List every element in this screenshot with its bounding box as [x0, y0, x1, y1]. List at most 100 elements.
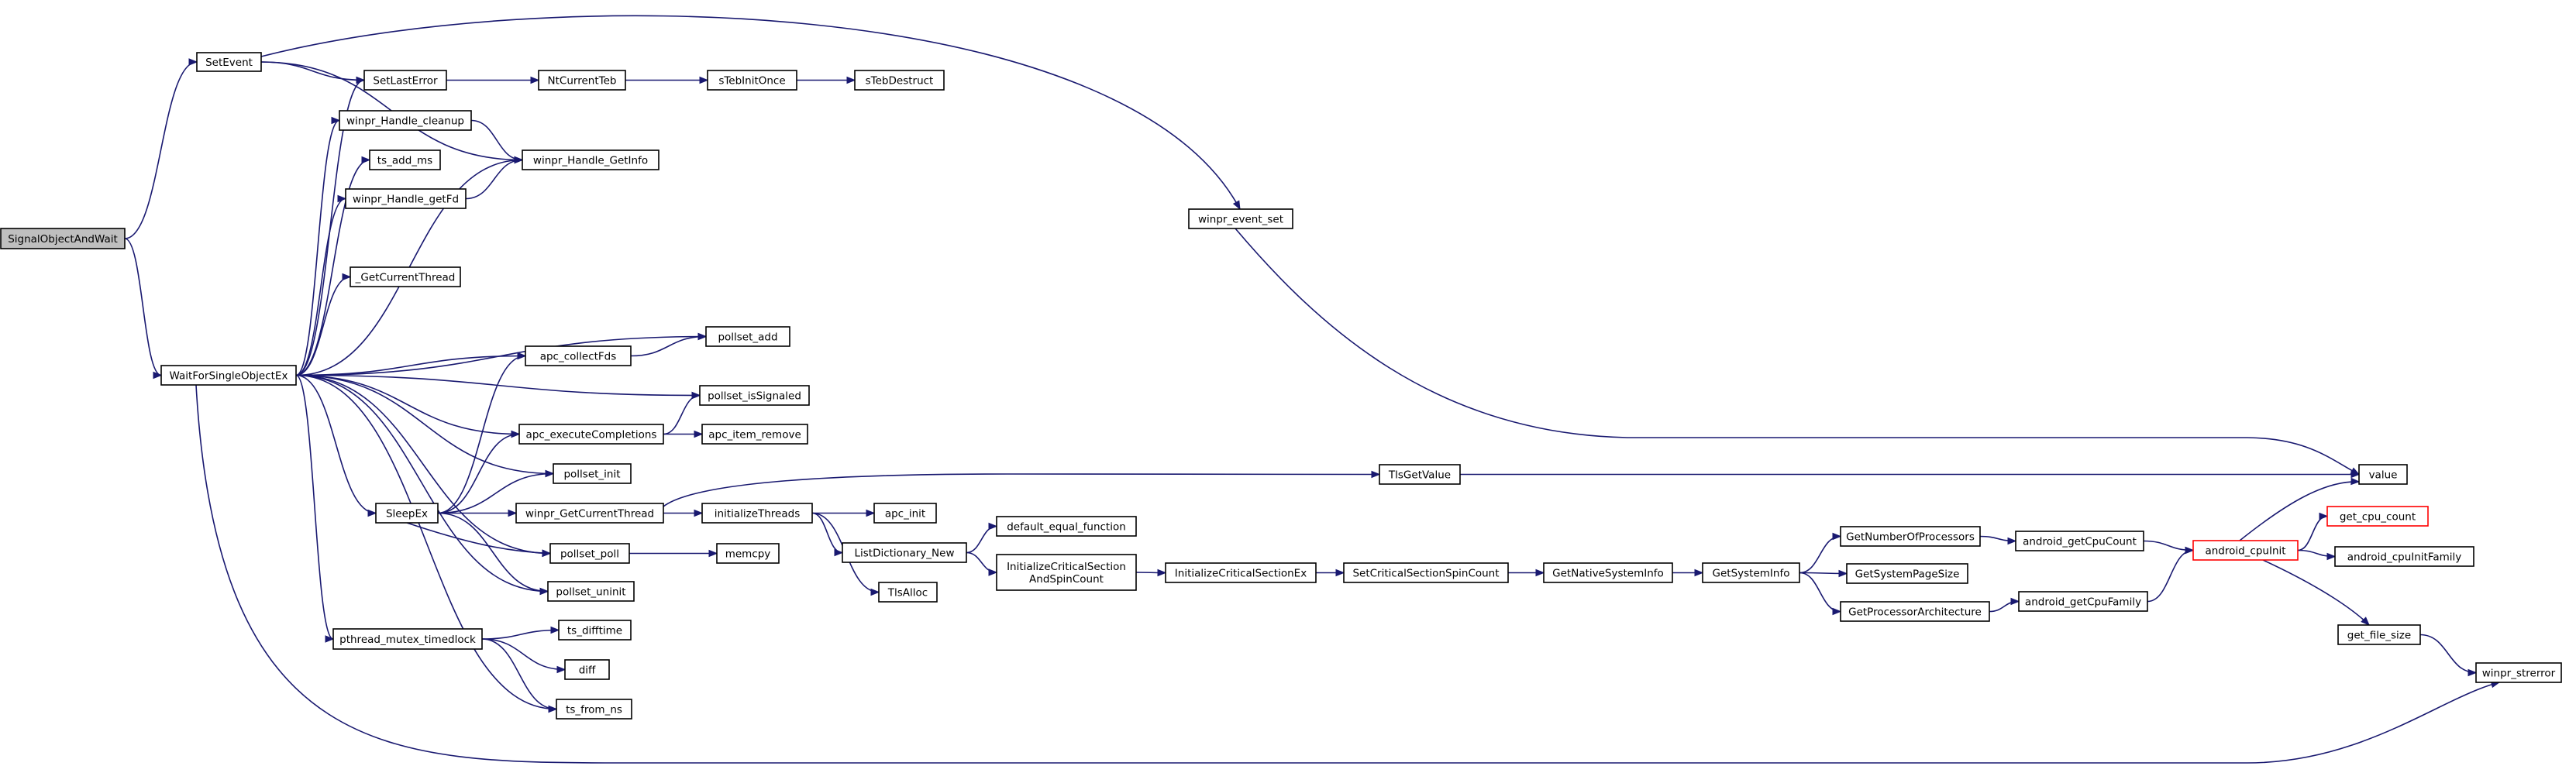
node-winpr-getcurrentthread[interactable]: winpr_GetCurrentThread: [515, 503, 664, 524]
node-value[interactable]: value: [2358, 464, 2408, 485]
node-getnativesysteminfo[interactable]: GetNativeSystemInfo: [1543, 562, 1673, 583]
edge-setcriticalsectionspincount-to-getnativesysteminfo-arrowhead: [1535, 568, 1545, 577]
node-apc-collectfds[interactable]: apc_collectFds: [525, 345, 632, 366]
node-box-getsystempagesize: [1846, 563, 1968, 584]
node-ts-add-ms[interactable]: ts_add_ms: [369, 149, 441, 170]
node-apc-init[interactable]: apc_init: [873, 503, 937, 524]
edge-listdictionary-new-to-default-equal-function-arrowhead: [988, 522, 998, 531]
node-winpr-handle-cleanup[interactable]: winpr_Handle_cleanup: [339, 110, 472, 131]
node-box-apc-init: [873, 503, 937, 524]
node-box-apc-collectfds: [525, 345, 632, 366]
node-getsystempagesize[interactable]: GetSystemPageSize: [1846, 563, 1968, 584]
edge-waitforsingleobjectex-to-ts-from-ns: [295, 374, 557, 710]
node-pollset-add[interactable]: pollset_add: [705, 326, 790, 347]
node-default-equal-function[interactable]: default_equal_function: [996, 516, 1137, 537]
node-pthread-mutex-timedlock[interactable]: pthread_mutex_timedlock: [332, 628, 483, 650]
edge-sleepex-to-apc-collectfds: [437, 355, 526, 514]
edge-android-cpuinit-to-get-file-size: [2262, 559, 2370, 626]
edge-waitforsingleobjectex-to-winpr-handle-cleanup: [295, 119, 340, 376]
edge-waitforsingleobjectex-to-apc-collectfds: [295, 355, 526, 376]
node-winpr-handle-getinfo[interactable]: winpr_Handle_GetInfo: [522, 149, 659, 170]
node-box-stebdestruct: [854, 70, 945, 91]
node-winpr-event-set[interactable]: winpr_event_set: [1188, 208, 1293, 229]
node-getsysteminfo[interactable]: GetSystemInfo: [1702, 562, 1800, 583]
edge-waitforsingleobjectex-to-sleepex: [295, 374, 377, 514]
node-listdictionary-new[interactable]: ListDictionary_New: [842, 542, 967, 563]
node-label-pollset-add: pollset_add: [718, 331, 777, 344]
edge-winpr-getcurrentthread-to-tlsgetvalue-arrowhead: [1371, 470, 1381, 479]
node-stebdestruct[interactable]: sTebDestruct: [854, 70, 945, 91]
node-label-stebinitonce: sTebInitOnce: [718, 75, 785, 88]
edge-pthread-mutex-timedlock-to-ts-difftime: [481, 629, 560, 640]
node-label-listdictionary-new: ListDictionary_New: [854, 548, 954, 560]
node-setevent[interactable]: SetEvent: [196, 52, 262, 72]
edge-android-cpuinit-to-get-cpu-count: [2297, 515, 2328, 551]
node-box-winpr-handle-getinfo: [522, 149, 659, 170]
edge-android-getcpufamily-to-android-cpuinit-arrowhead: [2185, 546, 2195, 555]
node-getnumberofprocessors[interactable]: GetNumberOfProcessors: [1840, 526, 1981, 547]
edge-sleepex-to-pollset-uninit-arrowhead: [539, 587, 549, 596]
node-sleepex[interactable]: SleepEx: [375, 503, 439, 524]
edge-sleepex-to-pollset-poll-arrowhead: [542, 549, 552, 557]
node-android-getcpufamily[interactable]: android_getCpuFamily: [2018, 591, 2148, 612]
node-get-file-size[interactable]: get_file_size: [2337, 624, 2421, 645]
edge-getnativesysteminfo-to-getsysteminfo-arrowhead: [1694, 568, 1704, 577]
node-winpr-handle-getfd[interactable]: winpr_Handle_getFd: [345, 188, 467, 209]
node-label-tlsalloc: TlsAlloc: [887, 587, 928, 599]
node-memcpy[interactable]: memcpy: [716, 543, 780, 564]
node-getprocessorarchitecture[interactable]: GetProcessorArchitecture: [1840, 601, 1990, 622]
node-label-getnumberofprocessors: GetNumberOfProcessors: [1846, 531, 1975, 544]
node-box-tlsalloc: [878, 582, 938, 603]
node-android-cpuinit[interactable]: android_cpuInit: [2192, 540, 2299, 561]
node-label-setevent: SetEvent: [205, 57, 253, 69]
node-waitforsingleobjectex[interactable]: WaitForSingleObjectEx: [160, 365, 297, 386]
node-stebinitonce[interactable]: sTebInitOnce: [707, 70, 797, 91]
node-setlasterror[interactable]: SetLastError: [363, 70, 447, 91]
node-label-winpr-handle-cleanup: winpr_Handle_cleanup: [346, 115, 464, 128]
node-ntcurrentteb[interactable]: NtCurrentTeb: [538, 70, 626, 91]
node-pollset-init[interactable]: pollset_init: [553, 463, 632, 484]
node-label-diff: diff: [579, 665, 596, 677]
node-ts-from-ns[interactable]: ts_from_ns: [556, 699, 632, 720]
node-box-pthread-mutex-timedlock: [332, 628, 483, 650]
node-android-cpuinitfamily[interactable]: android_cpuInitFamily: [2334, 546, 2474, 567]
node-box-ts-add-ms: [369, 149, 441, 170]
edge-ntcurrentteb-to-stebinitonce-arrowhead: [699, 76, 709, 84]
node-initializethreads[interactable]: initializeThreads: [701, 503, 813, 524]
edge-sleepex-to-winpr-getcurrentthread-arrowhead: [508, 509, 518, 517]
node-box-pollset-uninit: [547, 581, 635, 602]
edge-winpr-handle-cleanup-to-winpr-handle-getinfo: [470, 119, 523, 161]
node-winpr-strerror[interactable]: winpr_strerror: [2475, 662, 2562, 683]
node-initializecriticalsectionex[interactable]: InitializeCriticalSectionEx: [1165, 562, 1317, 583]
edge-getsysteminfo-to-getnumberofprocessors-arrowhead: [1832, 532, 1842, 541]
node-tlsalloc[interactable]: TlsAlloc: [878, 582, 938, 603]
node-diff[interactable]: diff: [564, 659, 610, 680]
edge-android-cpuinit-to-android-cpuinitfamily-arrowhead: [2326, 552, 2337, 561]
edge-signalobjectandwait-to-waitforsingleobjectex: [124, 238, 162, 376]
edge-apc-executecompletions-to-apc-item-remove-arrowhead: [694, 430, 704, 438]
edge-waitforsingleobjectex-to-winpr-handle-getinfo-arrowhead: [514, 156, 524, 164]
node-pollset-issignaled[interactable]: pollset_isSignaled: [699, 385, 810, 406]
node-tlsgetvalue[interactable]: TlsGetValue: [1379, 464, 1461, 485]
node-pollset-uninit[interactable]: pollset_uninit: [547, 581, 635, 602]
node-getcurrentthread[interactable]: _GetCurrentThread: [350, 266, 461, 287]
node-label-setlasterror: SetLastError: [373, 75, 438, 88]
node-label-pollset-issignaled: pollset_isSignaled: [708, 390, 801, 403]
node-box-android-getcpufamily: [2018, 591, 2148, 612]
edge-getnumberofprocessors-to-android-getcpucount-arrowhead: [2007, 537, 2017, 545]
node-get-cpu-count[interactable]: get_cpu_count: [2326, 506, 2429, 527]
node-label-pollset-init: pollset_init: [563, 469, 620, 481]
node-setcriticalsectionspincount[interactable]: SetCriticalSectionSpinCount: [1343, 562, 1509, 583]
edge-sleepex-to-apc-executecompletions-arrowhead: [511, 430, 521, 438]
node-pollset-poll[interactable]: pollset_poll: [549, 543, 630, 564]
node-apc-item-remove[interactable]: apc_item_remove: [701, 424, 808, 445]
node-ts-difftime[interactable]: ts_difftime: [558, 620, 632, 641]
edge-signalobjectandwait-to-setevent-arrowhead: [188, 58, 198, 66]
node-signalobjectandwait[interactable]: SignalObjectAndWait: [0, 228, 126, 249]
edge-listdictionary-new-to-initializecriticalsectionandspincount-arrowhead: [988, 568, 998, 576]
node-label-winpr-handle-getfd: winpr_Handle_getFd: [353, 194, 459, 206]
node-apc-executecompletions[interactable]: apc_executeCompletions: [518, 424, 664, 445]
node-box-get-cpu-count: [2326, 506, 2429, 527]
node-android-getcpucount[interactable]: android_getCpuCount: [2015, 531, 2144, 551]
